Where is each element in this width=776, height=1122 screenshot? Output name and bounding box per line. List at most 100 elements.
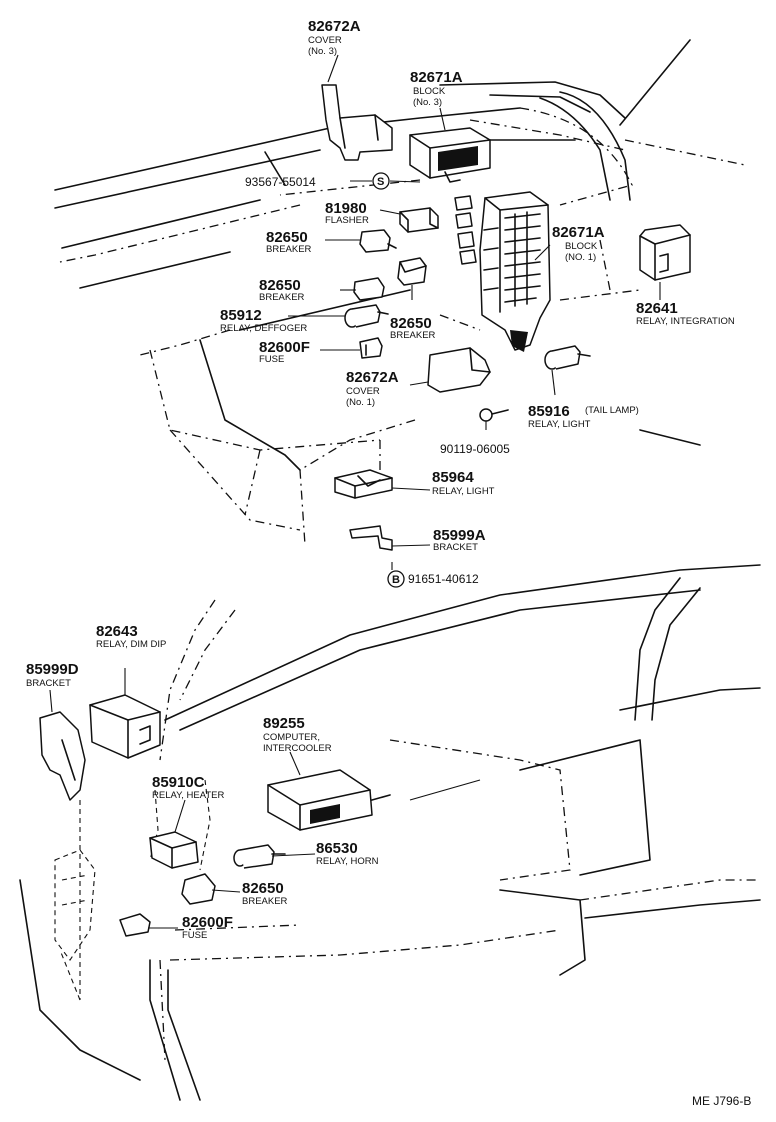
svg-text:BREAKER: BREAKER bbox=[242, 896, 288, 907]
horn-relay-part bbox=[233, 844, 286, 869]
svg-text:82600F: 82600F bbox=[182, 914, 233, 931]
svg-text:93567-55014: 93567-55014 bbox=[245, 175, 316, 189]
svg-text:RELAY, HEATER: RELAY, HEATER bbox=[152, 790, 224, 801]
part-label-82672a-cover-no1: 82672A COVER (No. 1) bbox=[346, 369, 399, 408]
svg-text:INTERCOOLER: INTERCOOLER bbox=[263, 743, 332, 754]
svg-text:86530: 86530 bbox=[316, 840, 358, 857]
bracket-lower-ghost bbox=[54, 849, 96, 961]
part-label-85912-defogger: 85912 RELAY, DEFFOGER bbox=[220, 307, 307, 334]
heater-relay-part bbox=[149, 831, 199, 869]
cover-no3-part bbox=[321, 84, 393, 161]
part-label-82671a-block-no3: 82671A BLOCK (No. 3) bbox=[410, 69, 463, 108]
junction-block-no1-part bbox=[454, 191, 551, 352]
part-label-86530-horn: 86530 RELAY, HORN bbox=[316, 840, 379, 867]
svg-text:RELAY, LIGHT: RELAY, LIGHT bbox=[528, 419, 591, 430]
svg-text:82643: 82643 bbox=[96, 623, 138, 640]
svg-text:85912: 85912 bbox=[220, 307, 262, 324]
svg-text:82672A: 82672A bbox=[346, 369, 399, 386]
part-label-85999a-bracket: 85999A BRACKET bbox=[433, 527, 486, 553]
fuse-part-upper bbox=[359, 337, 383, 359]
part-label-85910c-heater: 85910C RELAY, HEATER bbox=[152, 774, 224, 801]
part-label-85916-tail-lamp: 85916 (TAIL LAMP) RELAY, LIGHT bbox=[528, 403, 639, 430]
part-label-82650-breaker-1: 82650 BREAKER bbox=[266, 229, 312, 255]
part-label-90119-06005: 90119-06005 bbox=[440, 442, 510, 456]
defogger-relay-part bbox=[344, 304, 389, 328]
svg-text:RELAY, INTEGRATION: RELAY, INTEGRATION bbox=[636, 316, 735, 327]
symbol-b bbox=[387, 570, 405, 588]
svg-text:85916: 85916 bbox=[528, 403, 570, 420]
svg-text:COVER: COVER bbox=[346, 386, 380, 397]
breaker-part-1 bbox=[359, 229, 397, 253]
svg-text:82650: 82650 bbox=[242, 880, 284, 897]
part-label-89255-intercooler: 89255 COMPUTER, INTERCOOLER bbox=[263, 715, 332, 754]
svg-text:82650: 82650 bbox=[390, 315, 432, 332]
svg-text:FUSE: FUSE bbox=[259, 354, 284, 365]
svg-text:82671A: 82671A bbox=[552, 224, 605, 241]
part-label-93567-55014: 93567-55014 S bbox=[245, 172, 390, 190]
light-relay-part bbox=[334, 469, 393, 499]
svg-text:BLOCK: BLOCK bbox=[413, 86, 446, 97]
drawing-code: ME J796-B bbox=[692, 1094, 751, 1108]
cover-no1-part bbox=[427, 347, 491, 393]
intercooler-computer-part bbox=[267, 769, 391, 831]
part-label-85999d-bracket: 85999D BRACKET bbox=[26, 661, 79, 689]
bracket-85999a-part bbox=[349, 525, 393, 551]
part-label-81980-flasher: 81980 FLASHER bbox=[325, 200, 369, 226]
svg-text:BRACKET: BRACKET bbox=[26, 678, 71, 689]
svg-text:82671A: 82671A bbox=[410, 69, 463, 86]
svg-text:COMPUTER,: COMPUTER, bbox=[263, 732, 320, 743]
flasher-part bbox=[399, 207, 439, 233]
symbol-s bbox=[372, 172, 390, 190]
part-label-82671a-block-no1: 82671A BLOCK (NO. 1) bbox=[552, 224, 605, 263]
svg-text:90119-06005: 90119-06005 bbox=[440, 442, 510, 456]
part-label-82650-breaker-2: 82650 BREAKER bbox=[259, 277, 305, 303]
svg-text:BRACKET: BRACKET bbox=[433, 542, 478, 553]
svg-text:(NO. 1): (NO. 1) bbox=[565, 252, 596, 263]
part-label-82641-integration: 82641 RELAY, INTEGRATION bbox=[636, 300, 735, 327]
part-label-91651-40612: B 91651-40612 bbox=[387, 570, 479, 588]
svg-text:82600F: 82600F bbox=[259, 339, 310, 356]
svg-text:RELAY, DIM DIP: RELAY, DIM DIP bbox=[96, 639, 166, 650]
part-label-82643-dim-dip: 82643 RELAY, DIM DIP bbox=[96, 623, 166, 650]
bolt-part bbox=[479, 408, 509, 422]
svg-text:91651-40612: 91651-40612 bbox=[408, 572, 479, 586]
svg-text:RELAY, DEFFOGER: RELAY, DEFFOGER bbox=[220, 323, 307, 334]
svg-text:RELAY, LIGHT: RELAY, LIGHT bbox=[432, 486, 495, 497]
svg-text:BLOCK: BLOCK bbox=[565, 241, 598, 252]
svg-text:81980: 81980 bbox=[325, 200, 367, 217]
svg-text:COVER: COVER bbox=[308, 35, 342, 46]
svg-text:BREAKER: BREAKER bbox=[390, 330, 436, 341]
svg-text:(TAIL LAMP): (TAIL LAMP) bbox=[585, 405, 639, 416]
bracket-85999d-part bbox=[39, 711, 86, 801]
lower-dashboard-outline bbox=[19, 564, 761, 1101]
breaker-part-2 bbox=[353, 277, 385, 301]
breaker-part-3 bbox=[397, 257, 427, 286]
part-label-82650-breaker-3: 82650 BREAKER bbox=[390, 315, 436, 341]
fuse-part-lower bbox=[119, 913, 151, 937]
svg-text:FUSE: FUSE bbox=[182, 930, 207, 941]
svg-text:S: S bbox=[377, 176, 384, 188]
integration-relay-part bbox=[639, 224, 691, 281]
svg-text:(No. 1): (No. 1) bbox=[346, 397, 375, 408]
svg-text:BREAKER: BREAKER bbox=[266, 244, 312, 255]
svg-text:89255: 89255 bbox=[263, 715, 305, 732]
part-label-82650-breaker-lower: 82650 BREAKER bbox=[242, 880, 288, 907]
svg-text:85964: 85964 bbox=[432, 469, 474, 486]
svg-text:FLASHER: FLASHER bbox=[325, 215, 369, 226]
svg-text:82650: 82650 bbox=[266, 229, 308, 246]
svg-text:82672A: 82672A bbox=[308, 18, 361, 35]
part-label-85964-light: 85964 RELAY, LIGHT bbox=[432, 469, 495, 497]
part-label-82600f-fuse-upper: 82600F FUSE bbox=[259, 339, 310, 365]
part-label-82672a-cover-no3: 82672A COVER (No. 3) bbox=[308, 18, 361, 57]
tail-lamp-relay-part bbox=[544, 345, 591, 370]
svg-text:82641: 82641 bbox=[636, 300, 678, 317]
breaker-part-lower bbox=[181, 873, 216, 905]
svg-text:(No. 3): (No. 3) bbox=[413, 97, 442, 108]
dim-dip-relay-part bbox=[89, 694, 161, 759]
svg-text:(No. 3): (No. 3) bbox=[308, 46, 337, 57]
svg-text:85999A: 85999A bbox=[433, 527, 486, 544]
svg-text:RELAY, HORN: RELAY, HORN bbox=[316, 856, 379, 867]
block-no3-part bbox=[409, 127, 491, 183]
